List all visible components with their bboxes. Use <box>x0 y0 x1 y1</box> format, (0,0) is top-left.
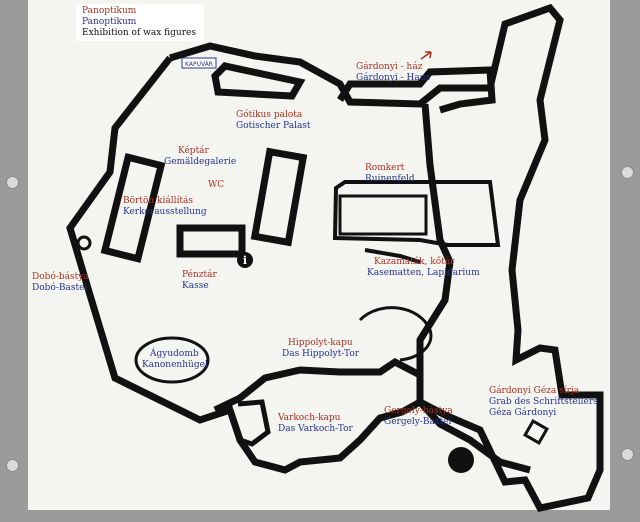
label-de: Ruinenfeld <box>365 174 415 184</box>
label-wc: WC <box>208 180 224 191</box>
label-hu: Gárdonyi Géza sírja <box>489 386 580 396</box>
legend-line-en: Exhibition of wax figures <box>82 28 196 38</box>
gallery-building <box>250 147 308 247</box>
label-romkert: Romkert Ruinenfeld <box>365 163 415 185</box>
label-hu: Gergely-bástya <box>384 406 453 416</box>
label-dobo-bastya: Dobó-bástya Dobó-Bastei <box>32 272 89 294</box>
agyudomb-hill <box>134 336 210 384</box>
label-de: Kasematten, Lapidarium <box>367 268 480 278</box>
legend-line-de: Panoptikum <box>82 17 137 27</box>
info-icon <box>237 252 253 268</box>
label-de: Das Hippolyt-Tor <box>282 349 360 359</box>
ticket-office <box>176 224 246 258</box>
label-gergely: Gergely-bástya Gergely-Bastei <box>384 406 453 428</box>
rivet-icon <box>6 176 19 189</box>
hippolyt-enclosure <box>358 306 433 362</box>
northeast-tower <box>418 3 604 512</box>
label-de: Kanonenhügel <box>142 360 208 370</box>
legend-line-hu: Panoptikum <box>82 6 137 16</box>
label-gardonyi-sir: Gárdonyi Géza sírja Grab des Schriftstel… <box>489 386 598 419</box>
label-varkoch: Varkoch-kapu Das Varkoch-Tor <box>278 413 353 435</box>
label-kazamatak: Kazamaták, kőtár Kasematten, Lapidarium <box>367 257 480 279</box>
label-gotikus-palota: Gótikus palota Gotischer Palast <box>236 110 311 132</box>
label-keptar: Képtár Gemäldegalerie <box>164 146 236 168</box>
label-de: Grab des Schriftstellers <box>489 397 598 407</box>
label-de: Gárdonyi - Haus <box>356 73 431 83</box>
gothic-palace <box>211 62 306 100</box>
info-glyph: i <box>243 254 247 267</box>
east-wall <box>416 103 454 375</box>
label-de: Gergely-Bastei <box>384 417 452 427</box>
label-de: Gemäldegalerie <box>164 157 237 167</box>
rivet-icon <box>6 459 19 472</box>
varkoch-gate <box>237 399 271 447</box>
prison-building <box>100 153 166 263</box>
outer-wall <box>66 55 424 474</box>
label-de: Géza Gárdonyi <box>489 408 557 418</box>
ruin-garden-wall <box>332 180 501 247</box>
casemates <box>364 248 421 264</box>
label-de: Das Varkoch-Tor <box>278 424 353 434</box>
label-hu: Dobó-bástya <box>32 272 89 282</box>
direction-arrow-icon <box>420 51 432 60</box>
label-hu: Romkert <box>365 163 405 173</box>
label-hu: Gótikus palota <box>236 110 303 120</box>
label-de: Kerkerausstellung <box>123 207 207 217</box>
label-borton: Börtön kiállítás Kerkerausstellung <box>123 196 207 218</box>
label-hu: Gárdonyi - ház <box>356 62 423 72</box>
label-penztar: Pénztár Kasse <box>182 270 217 292</box>
gardonyi-house-wall <box>337 66 496 114</box>
label-hu: Kazamaták, kőtár <box>374 257 455 267</box>
gergely-small-tower <box>523 419 549 445</box>
rivet-icon <box>621 448 634 461</box>
well-icon <box>448 447 474 473</box>
label-hu: Képtár <box>178 146 209 156</box>
label-de: Gotischer Palast <box>236 121 311 131</box>
rivet-icon <box>621 166 634 179</box>
church-chapel <box>338 194 428 236</box>
gate-sign-plate <box>181 57 217 69</box>
north-wall <box>168 42 490 108</box>
label-de: Kasse <box>182 281 209 291</box>
label-agyudomb: Ágyudomb Kanonenhügel <box>142 349 208 371</box>
gate-sign: KAPUVÁR <box>185 61 213 68</box>
label-hu: Varkoch-kapu <box>278 413 341 423</box>
label-hippolyt: Hippolyt-kapu Das Hippolyt-Tor <box>282 338 359 360</box>
label-gardonyi-haz: Gárdonyi - ház Gárdonyi - Haus <box>356 62 430 84</box>
label-de: Dobó-Bastei <box>32 283 88 293</box>
label-hu: Hippolyt-kapu <box>288 338 353 348</box>
label-hu: Börtön kiállítás <box>123 196 193 206</box>
legend-box: Panoptikum Panoptikum Exhibition of wax … <box>76 4 204 41</box>
dobo-round-tower <box>76 235 92 251</box>
label-wc-text: WC <box>208 180 225 190</box>
label-hu: Pénztár <box>182 270 217 280</box>
gergely-bastion <box>417 399 531 474</box>
label-hu: Ágyudomb <box>150 349 199 359</box>
